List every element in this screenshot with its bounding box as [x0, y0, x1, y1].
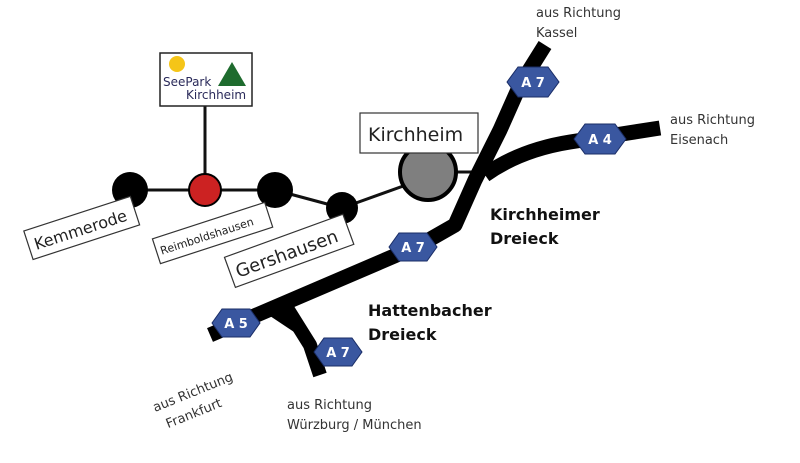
svg-text:A 7: A 7 — [401, 241, 425, 256]
sun-icon — [169, 56, 185, 72]
svg-text:A 7: A 7 — [521, 76, 545, 91]
a7-south-shield: A 7 — [313, 337, 363, 367]
gershausen-node — [326, 192, 358, 224]
svg-text:A 5: A 5 — [224, 317, 248, 332]
a4-road — [480, 120, 662, 182]
hattenbacher-link — [267, 305, 303, 335]
a4-shield: A 4 — [573, 123, 627, 155]
svg-text:Kirchheim: Kirchheim — [368, 124, 463, 146]
a5-shield: A 5 — [211, 308, 261, 338]
kirchheimer-dreieck-line2: Dreieck — [490, 229, 559, 248]
reimboldshausen-east-node — [257, 172, 293, 208]
kirchheim-label: Kirchheim — [359, 112, 479, 154]
wuerzburg-line2: Würzburg / München — [287, 418, 422, 433]
hattenbacher-dreieck-line2: Dreieck — [368, 325, 437, 344]
eisenach-line2: Eisenach — [670, 133, 728, 148]
kirchheimer-dreieck-line1: Kirchheimer — [490, 205, 600, 224]
hattenbacher-dreieck-line1: Hattenbacher — [368, 301, 492, 320]
kassel-line1: aus Richtung — [536, 6, 621, 21]
kassel-line2: Kassel — [536, 26, 577, 41]
logo-line2: Kirchheim — [186, 88, 246, 102]
reimboldshausen-node — [188, 173, 222, 207]
eisenach-line1: aus Richtung — [670, 113, 755, 128]
wuerzburg-line1: aus Richtung — [287, 398, 372, 413]
a7-south-road — [279, 301, 327, 378]
kemmerode-label: Kemmerode — [23, 195, 141, 261]
logo-line1: SeePark — [163, 75, 211, 89]
seepark-logo: SeePark Kirchheim — [159, 52, 253, 107]
svg-text:A 4: A 4 — [588, 133, 612, 148]
a7-mid-shield: A 7 — [388, 232, 438, 262]
a7-north-shield: A 7 — [506, 66, 560, 98]
frankfurt-direction: aus Richtung Frankfurt — [151, 370, 235, 432]
svg-text:A 7: A 7 — [326, 346, 350, 361]
tree-icon — [218, 62, 246, 86]
